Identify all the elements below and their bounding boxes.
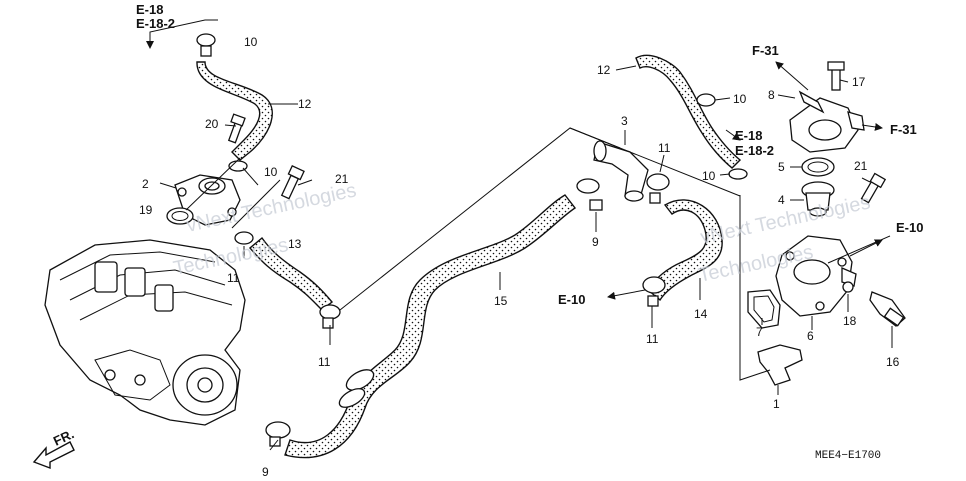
clamp-9-bottom [265,421,291,447]
hose-12-left [196,61,273,161]
bolt-20 [227,113,246,144]
callout-11-c: 11 [658,141,671,155]
thermostat-housing-6 [775,235,857,317]
hose-12-right [635,54,742,169]
callout-7: 7 [756,325,763,339]
watermark-text-right: vNext Technologies [698,191,872,249]
callout-10-c: 10 [733,92,747,106]
clamp-11-left-a [234,231,254,245]
clamp-11-right-b [642,276,666,307]
clamp-11-right-a [646,173,670,204]
thermostat-cover-8 [789,90,865,153]
callout-10-a: 10 [244,35,258,49]
callout-11-b: 11 [318,355,331,369]
callout-4: 4 [778,193,785,207]
ref-e18-left: E-18 [136,2,163,17]
gasket-5 [801,157,835,177]
leader-lines [149,19,893,451]
ref-e18-2-left: E-18-2 [136,16,175,31]
callout-2: 2 [142,177,149,191]
clamp-on-hose-15 [338,369,375,408]
hose-13 [249,236,333,311]
callout-21-a: 21 [335,172,349,186]
clamp-9-mid [576,178,603,211]
bolt-17 [827,61,845,91]
ref-e10-right: E-10 [896,220,923,235]
washer-18 [842,281,854,293]
diagram-code: MEE4−E1700 [815,450,881,462]
callout-12-b: 12 [597,63,611,77]
ref-e18-2-right: E-18-2 [735,143,774,158]
callout-9-a: 9 [262,465,269,479]
arrow-f31-right [861,123,883,131]
thermostat-4 [801,181,835,217]
callout-8: 8 [768,88,775,102]
clamp-10-right-top [696,93,716,107]
callout-14: 14 [694,307,708,321]
gasket-7 [747,289,781,329]
sensor-16 [869,291,906,327]
clamp-11-left-b [319,304,341,329]
ref-e10-left: E-10 [558,292,585,307]
arrow-e10-left [607,289,646,300]
callout-17: 17 [852,75,866,89]
callout-21-b: 21 [854,159,868,173]
callout-11-a: 11 [227,271,240,285]
front-arrow-icon [32,441,75,470]
callout-18: 18 [843,314,857,328]
arrow-f31-top [775,61,809,91]
arrow-e18-right [725,129,741,141]
front-label: FR. [51,426,76,448]
callout-11-d: 11 [646,332,659,346]
callout-3: 3 [621,114,628,128]
arrow-e10-right [849,239,883,257]
callout-6: 6 [807,329,814,343]
callout-5: 5 [778,160,785,174]
callout-20: 20 [205,117,219,131]
callout-19: 19 [139,203,153,217]
callout-1: 1 [773,397,780,411]
clamp-10-right-bottom [728,168,748,180]
ref-f31-right: F-31 [890,122,917,137]
callout-13: 13 [288,237,302,251]
engine-block [44,239,246,426]
callout-15: 15 [494,294,508,308]
bracket-1 [757,344,803,386]
ref-f31-top: F-31 [752,43,779,58]
clamp-10-mid [228,160,248,172]
joint-3 [593,140,649,202]
hose-14 [647,199,723,302]
callout-16: 16 [886,355,900,369]
o-ring-19 [166,207,194,225]
callout-12-a: 12 [298,97,312,111]
bolt-21-left [280,164,305,200]
ref-e18-right: E-18 [735,128,762,143]
callout-10-d: 10 [702,169,716,183]
clamp-10-top [196,33,216,57]
callout-9-b: 9 [592,235,599,249]
callout-10-b: 10 [264,165,278,179]
bolt-21-right [860,172,887,204]
